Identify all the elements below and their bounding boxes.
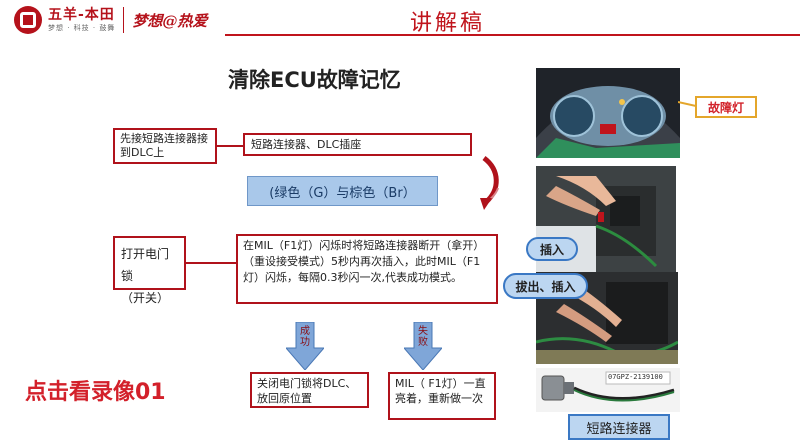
fail-label: 失败	[418, 326, 428, 348]
pull-insert-callout: 拔出、插入	[503, 273, 588, 299]
slide-title: 清除ECU故障记忆	[228, 68, 401, 92]
play-video-link[interactable]: 点击看录像01	[25, 380, 166, 405]
slide-header: 五羊-本田 梦想 · 科技 · 鼓舞 梦想@热爱 讲解稿	[0, 0, 800, 42]
brand-logo: 五羊-本田 梦想 · 科技 · 鼓舞 梦想@热爱	[14, 6, 207, 34]
brand-slogan: 梦想@热爱	[132, 11, 208, 30]
step2-action-line1: 打开电门锁	[121, 247, 170, 283]
success-result-box: 关闭电门锁将DLC、放回原位置	[250, 372, 369, 408]
step2-detail-box: 在MIL（F1灯）闪烁时将短路连接器断开（拿开）（重设接受模式）5秒内再次插入，…	[236, 234, 498, 304]
fail-arrow-icon	[404, 322, 442, 370]
step1-action-box: 先接短路连接器接到DLC上	[113, 128, 217, 164]
logo-divider	[123, 7, 125, 33]
success-label: 成功	[300, 326, 310, 348]
short-connector-callout: 短路连接器	[568, 414, 670, 440]
brand-subtitle: 梦想 · 科技 · 鼓舞	[48, 24, 116, 32]
step2-action-line2: （开关）	[121, 291, 170, 305]
fault-pointer-icon	[678, 101, 696, 107]
wire-colors-box: (绿色（G）与棕色（Br）	[247, 176, 438, 206]
step2-action-box: 打开电门锁 （开关）	[113, 236, 186, 305]
header-title: 讲解稿	[410, 11, 486, 36]
success-arrow-icon	[286, 322, 324, 370]
short-connector-photo: 07GPZ-2139100	[536, 368, 680, 412]
step1-connector	[217, 145, 243, 147]
wuyang-honda-logo-icon	[14, 6, 42, 34]
fail-result-box: MIL（ F1灯）一直亮着，重新做一次	[388, 372, 496, 420]
dashboard-photo	[536, 68, 680, 158]
brand-name: 五羊-本田	[48, 7, 115, 23]
step2-connector	[186, 262, 236, 264]
fault-light-callout: 故障灯	[695, 96, 757, 118]
step1-detail-box: 短路连接器、DLC插座	[243, 133, 472, 156]
connector-part-number: 07GPZ-2139100	[608, 373, 663, 381]
insert-callout: 插入	[526, 237, 578, 261]
header-divider	[225, 34, 800, 36]
curve-arrow-icon	[480, 156, 499, 210]
